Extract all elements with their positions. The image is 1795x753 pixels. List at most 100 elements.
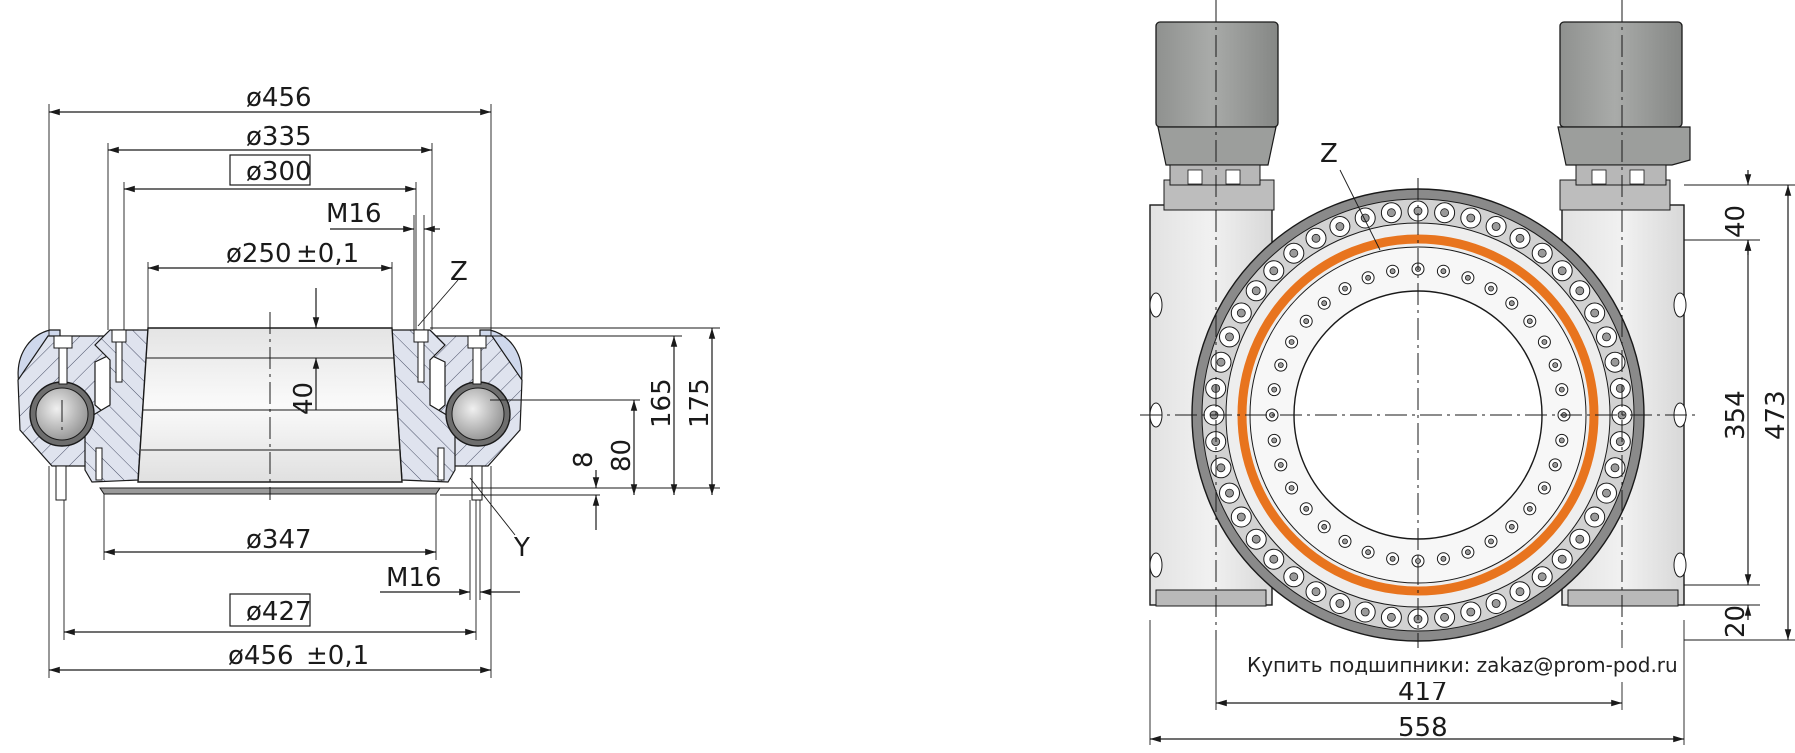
inner-bolt-hole (1465, 549, 1471, 556)
outer-bolt-hole (1289, 572, 1299, 582)
dim-h175: 175 (685, 378, 715, 428)
inner-bolt-hole (1465, 274, 1471, 281)
outer-bolt-hole (1360, 607, 1370, 617)
dim-d300: ø300 (246, 157, 312, 187)
inner-bolt-hole (1321, 523, 1328, 530)
bore (99, 327, 441, 495)
outer-bolt-hole (1251, 286, 1261, 296)
inner-bolt-hole (1552, 362, 1559, 369)
inner-bolt-hole (1277, 461, 1284, 468)
inner-bolt-hole (1440, 268, 1447, 275)
plan-view: Z 40 354 473 20 417 558 Купить подшипник… (1140, 0, 1795, 745)
dim-d347: ø347 (246, 525, 312, 555)
outer-bolt-hole (1440, 208, 1449, 218)
label-z-left: Z (450, 257, 468, 287)
dim-m16-bottom: M16 (386, 563, 442, 593)
dim-h20: 20 (1721, 605, 1751, 638)
outer-bolt-hole (1602, 332, 1611, 342)
section-view: ø456 ø335 ø300 M16 ø250 ±0,1 Z 40 165 17… (17, 83, 720, 678)
inner-bolt-hole (1321, 300, 1328, 307)
inner-bolt-hole (1508, 300, 1515, 307)
outer-bolt-hole (1466, 607, 1476, 617)
outer-bolt-hole (1602, 488, 1611, 498)
inner-bolt-hole (1342, 285, 1348, 292)
outer-bolt-hole (1251, 534, 1261, 544)
inner-bolt-hole (1303, 318, 1310, 325)
dim-tol-250: ±0,1 (296, 239, 359, 269)
dim-h40-left: 40 (289, 382, 319, 415)
dim-h473: 473 (1761, 390, 1791, 440)
outer-bolt-hole (1491, 222, 1501, 231)
label-z-right: Z (1320, 139, 1338, 169)
inner-bolt-hole (1277, 362, 1284, 369)
outer-bolt-hole (1216, 463, 1226, 473)
dim-d456-top: ø456 (246, 83, 312, 113)
inner-bolt-hole (1271, 437, 1278, 444)
inner-bolt-hole (1558, 437, 1565, 444)
outer-bolt-hole (1615, 383, 1625, 393)
outer-bolt-hole (1610, 357, 1620, 367)
outer-bolt-hole (1269, 554, 1279, 564)
watermark-text: Купить подшипники: zakaz@prom-pod.ru (1247, 653, 1678, 677)
inner-bolt-hole (1303, 505, 1310, 512)
outer-bolt-hole (1440, 612, 1449, 622)
outer-bolt-hole (1537, 572, 1547, 582)
dim-d335: ø335 (246, 122, 312, 152)
dim-h80: 80 (607, 439, 637, 472)
inner-bolt-hole (1389, 268, 1396, 275)
outer-bolt-hole (1236, 512, 1246, 522)
outer-bolt-hole (1557, 266, 1567, 276)
inner-bolt-hole (1389, 555, 1396, 562)
outer-bolt-hole (1225, 332, 1234, 342)
dim-tol-456: ±0,1 (306, 641, 369, 671)
inner-bolt-hole (1488, 285, 1494, 292)
inner-bolt-hole (1365, 549, 1371, 556)
right-dimension-lines (1149, 169, 1795, 745)
inner-bolt-hole (1271, 386, 1278, 393)
dim-h165: 165 (647, 378, 677, 428)
inner-bolt-hole (1558, 386, 1565, 393)
outer-bolt-hole (1515, 587, 1525, 597)
inner-bolt-hole (1541, 339, 1548, 345)
outer-bolt-hole (1615, 437, 1625, 447)
outer-bolt-hole (1335, 599, 1345, 608)
inner-bolt-hole (1440, 555, 1447, 562)
inner-bolt-hole (1488, 538, 1494, 545)
inner-bolt-hole (1288, 485, 1295, 491)
outer-bolt-hole (1216, 357, 1226, 367)
outer-bolt-hole (1311, 233, 1321, 243)
label-y: Y (513, 533, 530, 563)
inner-bolt-circle (1265, 262, 1571, 568)
outer-bolt-hole (1590, 308, 1600, 318)
dim-h8: 8 (569, 451, 599, 468)
dim-w558: 558 (1398, 713, 1448, 743)
motor-right (1557, 21, 1691, 186)
inner-bolt-hole (1541, 485, 1548, 491)
outer-bolt-hole (1515, 233, 1525, 243)
outer-bolt-hole (1557, 554, 1567, 564)
dim-d427: ø427 (246, 597, 312, 627)
outer-bolt-hole (1311, 587, 1321, 597)
outer-bolt-hole (1225, 488, 1234, 498)
dim-h40-right: 40 (1721, 205, 1751, 238)
dim-h354: 354 (1721, 390, 1751, 440)
outer-bolt-circle (1203, 200, 1633, 630)
inner-bolt-hole (1415, 558, 1421, 564)
motor-left (1155, 21, 1279, 186)
outer-bolt-hole (1387, 208, 1396, 218)
outer-bolt-hole (1537, 248, 1547, 258)
outer-bolt-hole (1575, 534, 1585, 544)
outer-bolt-hole (1236, 308, 1246, 318)
inner-bolt-hole (1526, 318, 1533, 325)
inner-bolt-hole (1526, 505, 1533, 512)
outer-bolt-hole (1269, 266, 1279, 276)
outer-bolt-hole (1610, 463, 1620, 473)
bolts (53, 329, 487, 501)
outer-bolt-hole (1387, 612, 1396, 622)
inner-bolt-hole (1365, 274, 1371, 281)
inner-bolt-hole (1552, 461, 1559, 468)
outer-bolt-hole (1575, 286, 1585, 296)
inner-bolt-hole (1288, 339, 1295, 345)
dim-m16-top: M16 (326, 199, 382, 229)
